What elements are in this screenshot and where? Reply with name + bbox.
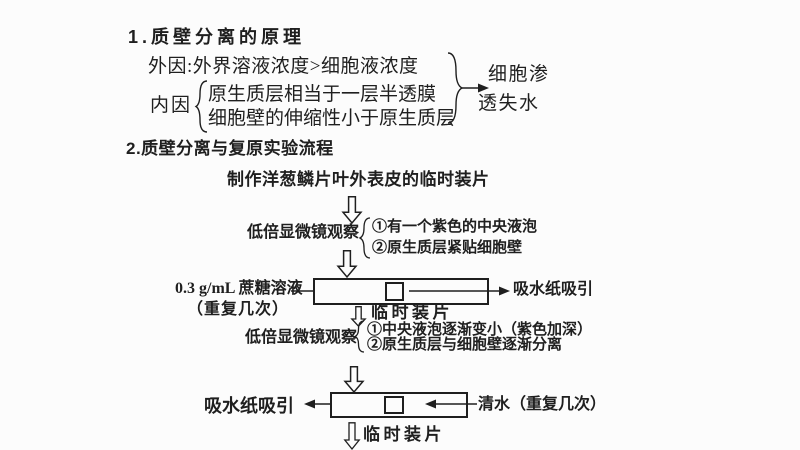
observe1-brace <box>358 217 371 259</box>
absorb1-label: 吸水纸吸引 <box>513 281 594 298</box>
observe2-item-2: ②原生质层与细胞壁逐渐分离 <box>367 337 563 353</box>
observe2-brace <box>353 320 365 353</box>
result-text-line2: 透失水 <box>478 93 540 114</box>
slide1-label: 临时装片 <box>371 303 453 322</box>
sucrose-label-line1: 0.3 g/mL 蔗糖溶液 <box>175 280 303 297</box>
internal-factor-item-2: 细胞壁的伸缩性小于原生质层 <box>208 108 456 129</box>
step-make-slide: 制作洋葱鳞片叶外表皮的临时装片 <box>227 170 490 189</box>
observe2-item-1: ①中央液泡逐渐变小（紫色加深） <box>367 322 593 338</box>
external-factor-line: 外因:外界溶液浓度>细胞液浓度 <box>148 56 419 77</box>
internal-factor-left-brace <box>194 80 208 133</box>
section2-title: 2.质壁分离与复原实验流程 <box>126 139 334 158</box>
observe2-label: 低倍显微镜观察 <box>245 329 358 346</box>
water-in-arrow <box>425 399 477 409</box>
flow-down-arrow-2 <box>336 250 358 279</box>
internal-factor-label: 内因 <box>150 95 193 116</box>
result-arrow <box>462 83 489 93</box>
water-label: 清水（重复几次） <box>478 396 607 413</box>
internal-factor-item-1: 原生质层相当于一层半透膜 <box>208 84 437 105</box>
result-text-line1: 细胞渗 <box>488 64 550 85</box>
observe1-item-1: ①有一个紫色的中央液泡 <box>372 219 538 235</box>
coverslip-square-1 <box>385 282 404 301</box>
flow-down-arrow-1 <box>341 196 363 225</box>
observe1-item-2: ②原生质层紧贴细胞壁 <box>372 240 523 256</box>
coverslip-square-2 <box>384 396 404 414</box>
result-right-brace <box>447 52 464 124</box>
absorb2-label: 吸水纸吸引 <box>204 396 294 416</box>
sucrose-label-line2: （重复几次） <box>187 301 290 318</box>
flow-down-arrow-3 <box>343 366 365 394</box>
small-down-arrow-2 <box>343 422 361 450</box>
section1-title: 1.质壁分离的原理 <box>128 27 306 47</box>
slide1-out-arrow <box>409 286 510 296</box>
slide2-label: 临时装片 <box>363 425 445 444</box>
observe1-label: 低倍显微镜观察 <box>247 224 360 241</box>
